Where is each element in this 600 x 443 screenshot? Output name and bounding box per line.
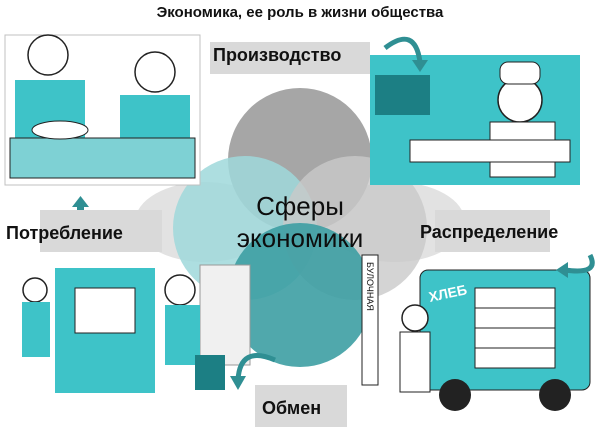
production-label-bg: [210, 42, 370, 74]
exchange-arrow-head: [230, 376, 246, 390]
exchange-label: Обмен: [262, 398, 322, 418]
girl-head: [164, 274, 196, 306]
shopping-bag: [195, 355, 225, 390]
distribution-label-bg: [435, 210, 550, 252]
shop-shelves: [199, 264, 251, 366]
center-title-line1: Сферы: [256, 191, 344, 221]
consumption-scene: [4, 34, 201, 186]
center-title: Сферы экономики: [200, 190, 400, 254]
distribution-arrow: [564, 253, 595, 274]
exchange-label-bg: [255, 385, 347, 427]
boy-sweater: [120, 95, 190, 145]
production-arrow-head: [412, 60, 428, 72]
man-head: [27, 34, 69, 76]
girl-coat: [165, 305, 200, 365]
distribution-scene: [361, 253, 595, 411]
production-arrow: [383, 36, 423, 63]
consumption-label-bg: [40, 210, 162, 252]
exchange-scene: [22, 264, 251, 393]
distribution-arrow-head: [556, 262, 568, 278]
oven-panel: [375, 75, 430, 115]
shop-sign-board: [361, 254, 379, 386]
shop-sign-text: БУЛОЧНАЯ: [365, 262, 375, 311]
worker-head: [401, 304, 429, 332]
baker-hat: [499, 61, 541, 85]
center-title-line2: экономики: [236, 223, 364, 253]
circle-bottom: [228, 223, 372, 367]
consumption-arrow-head: [72, 196, 89, 207]
production-scene: [370, 36, 580, 185]
worker-body: [399, 331, 431, 393]
old-woman-coat: [22, 302, 50, 357]
consumption-label: Потребление: [6, 223, 123, 243]
table: [9, 137, 196, 179]
exchange-arrow: [235, 353, 276, 381]
baker-head: [497, 77, 543, 123]
van-wheel-front: [439, 379, 471, 411]
van-wheel-rear: [539, 379, 571, 411]
page-title: Экономика, ее роль в жизни общества: [156, 4, 444, 21]
old-woman-head: [22, 277, 48, 303]
bread-tray: [409, 139, 571, 163]
distribution-label: Распределение: [420, 222, 559, 242]
petals-group: [135, 88, 465, 367]
van-sign-text: ХЛЕБ: [427, 281, 468, 305]
bread-loaf: [31, 120, 89, 140]
kiosk-window: [74, 287, 136, 334]
production-label: Производство: [213, 45, 342, 65]
boy-head: [134, 51, 176, 93]
